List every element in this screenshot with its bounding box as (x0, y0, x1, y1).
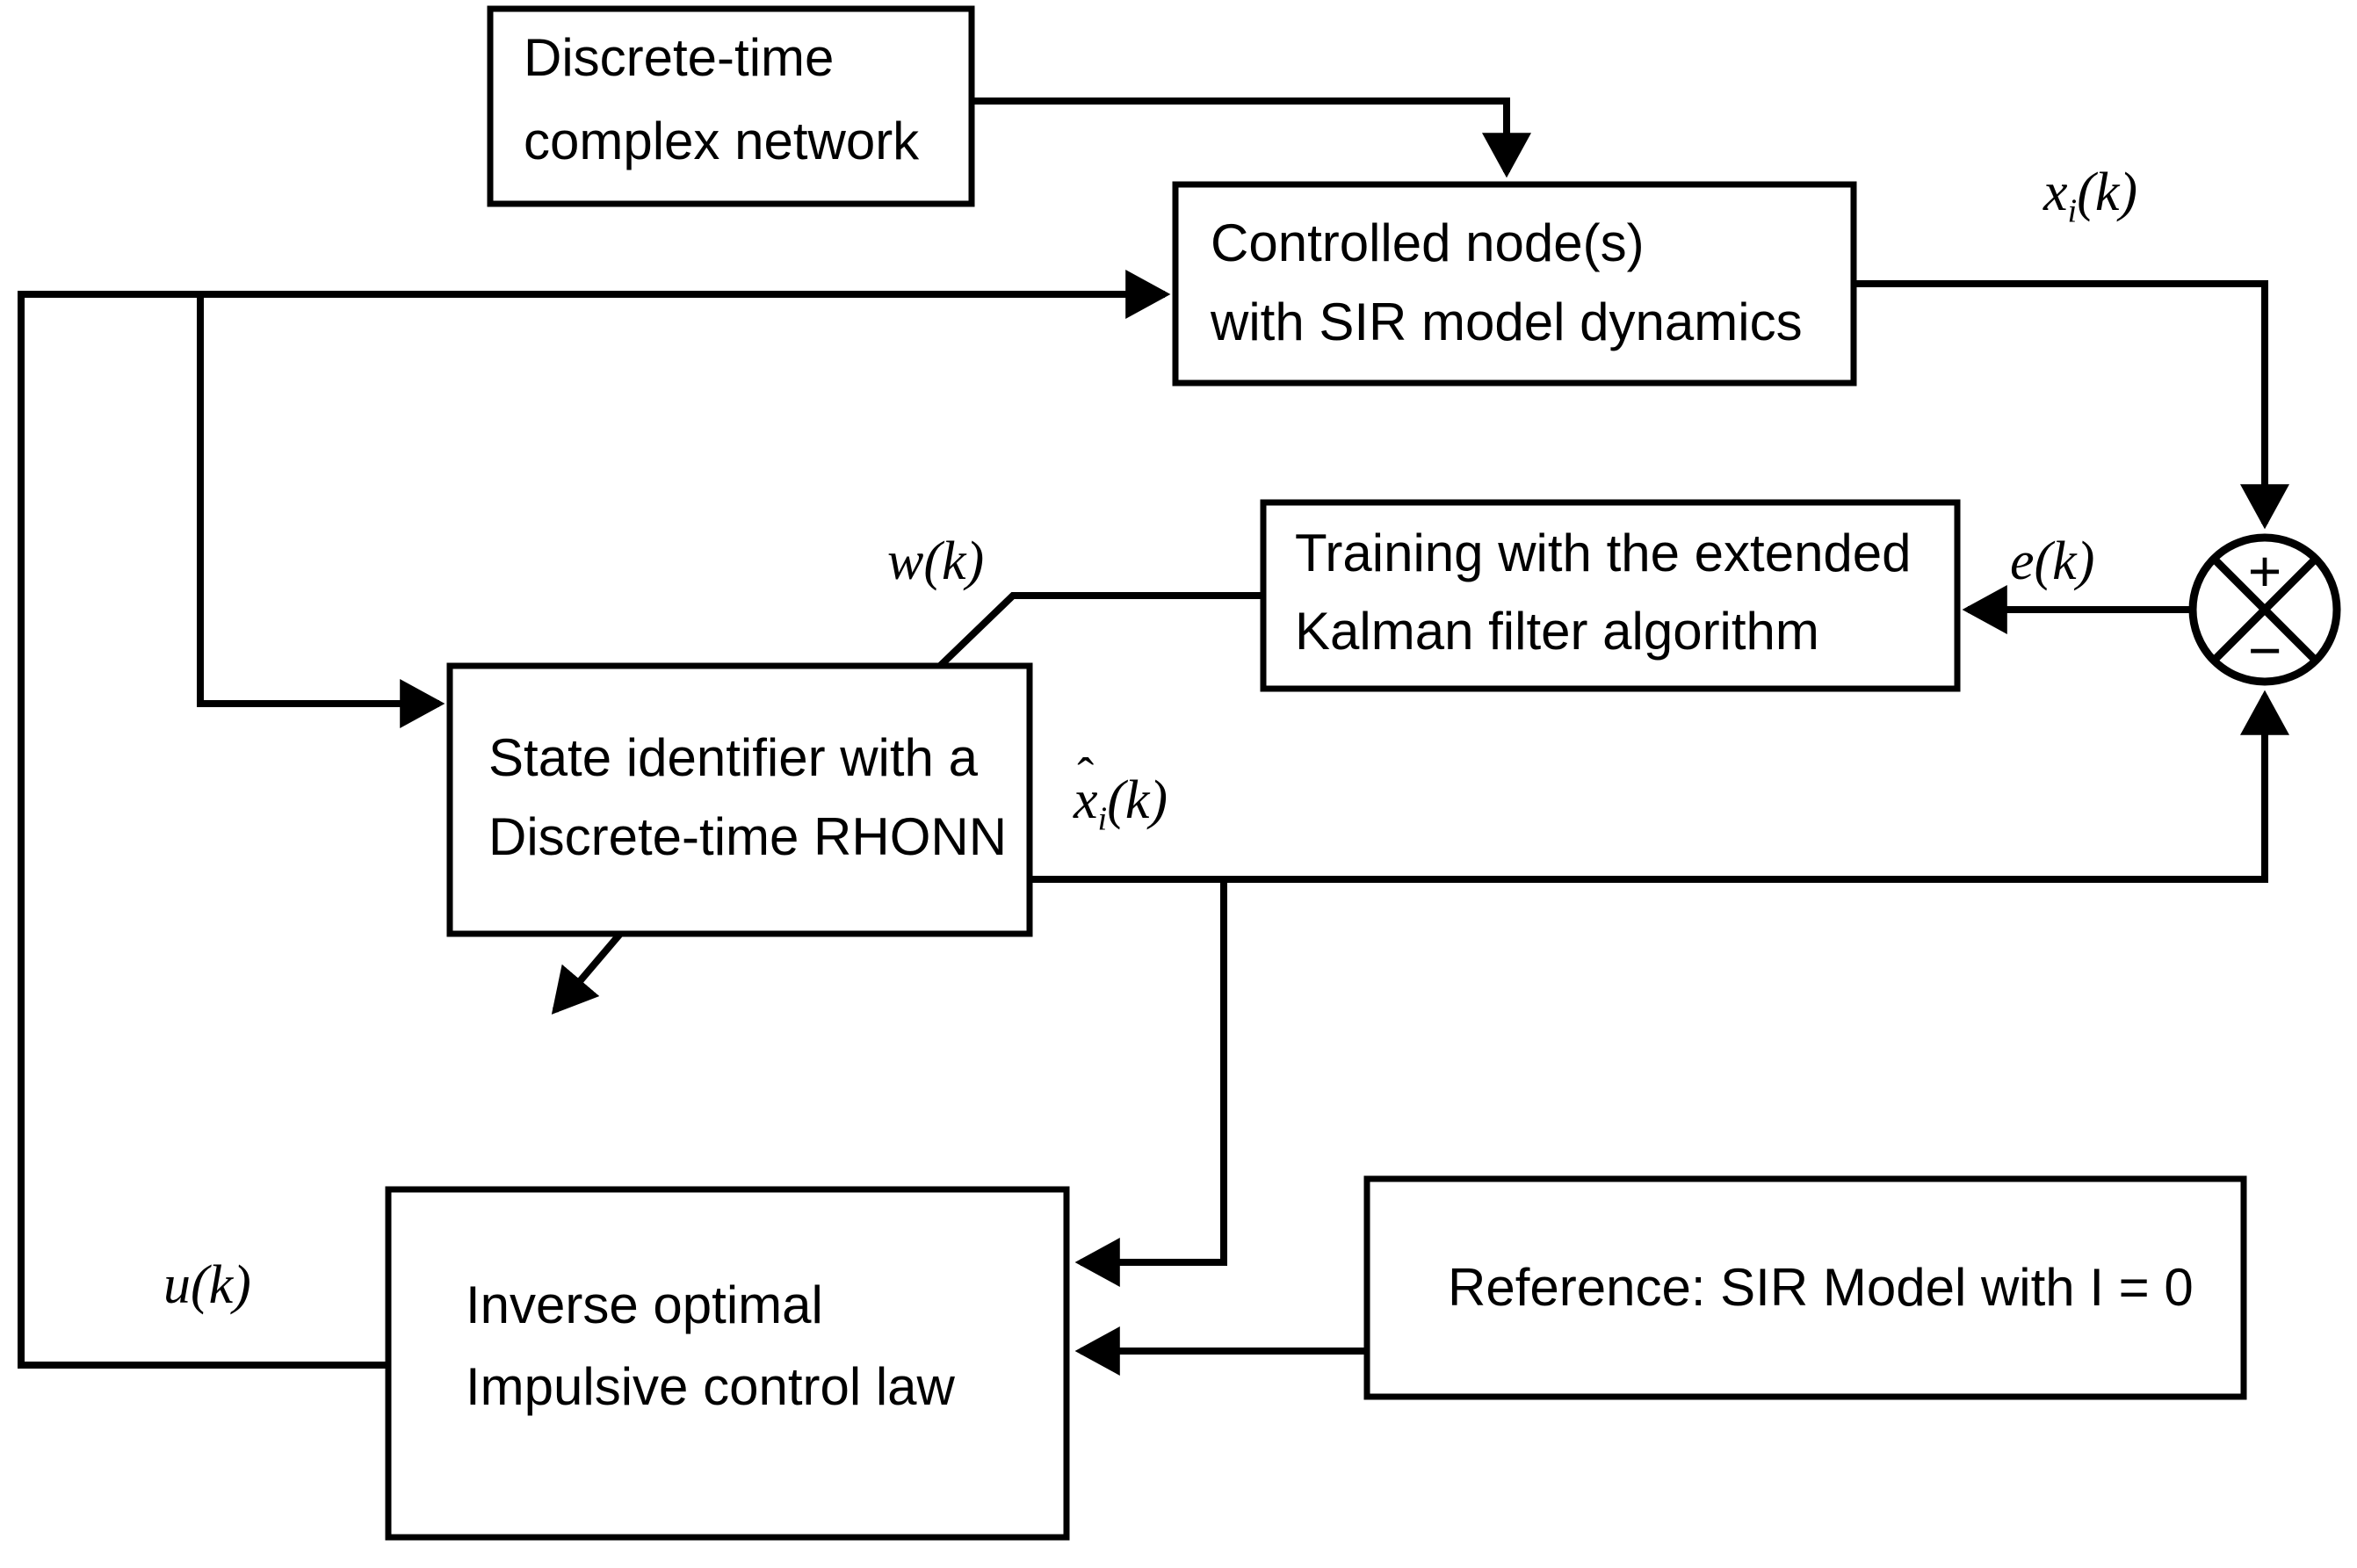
signal-label-x-i-k-base: x (2043, 163, 2068, 222)
signal-label-x-hat-i-k-base: ̂x (1074, 770, 1098, 830)
signal-label-u-k-base: u (163, 1255, 191, 1315)
signal-label-x-i-k-subscript: i (2067, 192, 2078, 230)
wire-state-identifier-to-control-law (1074, 879, 1227, 1287)
block-training-ekf-line-2: Kalman filter algorithm (1295, 602, 1819, 661)
signal-label-x-hat-i-k-suffix: (k) (1107, 770, 1168, 830)
signal-label-e-k-suffix: (k) (2034, 531, 2095, 591)
signal-label-w-k-base: w (887, 531, 924, 591)
block-complex-network-line-2: complex network (524, 112, 920, 170)
block-reference-line-1: Reference: SIR Model with I = 0 (1448, 1258, 2194, 1317)
block-control-law-line-1: Inverse optimal (466, 1275, 823, 1334)
wire-state-identifier-output-arrow (551, 931, 624, 1015)
signal-label-x-i-k: xi(k) (2043, 165, 2137, 228)
block-state-identifier-line-2: Discrete-time RHONN (488, 807, 1007, 866)
block-training-ekf[interactable]: Training with the extended Kalman filter… (1260, 499, 1961, 692)
block-control-law[interactable]: Inverse optimal Impulsive control law (385, 1186, 1070, 1541)
signal-label-e-k-base: e (2010, 531, 2035, 591)
block-state-identifier-line-1: State identifier with a (488, 728, 979, 787)
summing-junction-minus-sign: − (2248, 618, 2282, 683)
block-complex-network[interactable]: Discrete-time complex network (487, 5, 975, 207)
signal-label-u-k: u(k) (163, 1258, 251, 1312)
wire-network-to-controlled-node (972, 98, 1531, 178)
block-controlled-node-line-2: with SIR model dynamics (1210, 293, 1803, 351)
block-controlled-node-line-1: Controlled node(s) (1211, 213, 1645, 272)
signal-label-u-k-suffix: (k) (191, 1255, 251, 1315)
signal-label-x-hat-i-k: ̂xi(k) (1074, 773, 1168, 836)
signal-label-x-i-k-suffix: (k) (2077, 163, 2138, 222)
signal-label-e-k: e(k) (2010, 534, 2094, 589)
block-controlled-node[interactable]: Controlled node(s) with SIR model dynami… (1172, 181, 1857, 387)
block-reference[interactable]: Reference: SIR Model with I = 0 (1363, 1175, 2247, 1400)
block-training-ekf-line-1: Training with the extended (1295, 524, 1912, 582)
block-complex-network-line-1: Discrete-time (524, 28, 834, 87)
wire-training-to-state-identifier (936, 592, 1263, 670)
summing-junction[interactable]: + − (2188, 533, 2341, 686)
signal-label-w-k-suffix: (k) (923, 531, 985, 591)
wire-controlled-node-to-summing-junction (1854, 280, 2289, 530)
wire-control-law-to-state-identifier (197, 294, 445, 728)
signal-label-w-k: w(k) (887, 534, 984, 589)
block-control-law-line-2: Impulsive control law (466, 1357, 956, 1416)
summing-junction-plus-sign: + (2248, 538, 2282, 603)
wire-control-law-to-controlled-node (18, 270, 1171, 1369)
block-state-identifier[interactable]: State identifier with a Discrete-time RH… (446, 662, 1033, 937)
signal-label-x-hat-i-k-subscript: i (1097, 800, 1108, 838)
wire-state-identifier-to-summing-junction (1030, 690, 2289, 883)
